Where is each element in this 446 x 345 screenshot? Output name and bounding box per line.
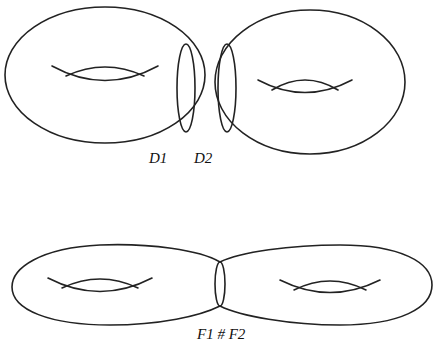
surface-label: D1 — [148, 150, 168, 167]
disk-d1 — [177, 44, 195, 132]
torus-hole — [48, 278, 152, 292]
torus-outline — [5, 7, 205, 143]
neck-circle — [215, 262, 225, 306]
torus-hole — [258, 80, 352, 93]
torus-outline — [215, 10, 405, 154]
torus-hole — [52, 66, 158, 81]
torus-hole — [294, 281, 366, 290]
surface-label: F1 # F2 — [196, 326, 246, 343]
torus-hole — [272, 80, 338, 90]
surface-label: D2 — [193, 150, 213, 167]
torus-hole — [62, 279, 138, 288]
torus-hole — [280, 280, 380, 293]
torus-hole — [66, 67, 144, 76]
double-torus-outline — [12, 245, 432, 325]
disk-d2 — [218, 44, 236, 132]
